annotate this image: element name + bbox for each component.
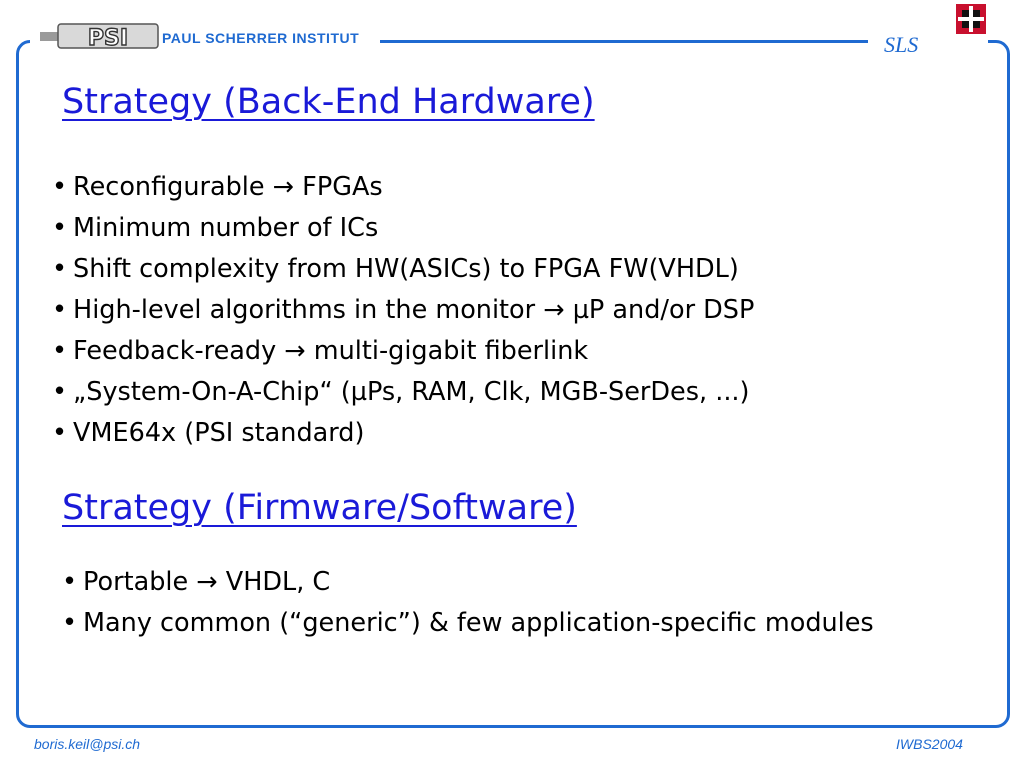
- psi-logo: PSI: [40, 23, 159, 52]
- list-item: •Many common (“generic”) & few applicati…: [62, 608, 874, 638]
- emblem-icon: [956, 4, 986, 34]
- author-email: boris.keil@psi.ch: [34, 736, 141, 752]
- list-item: •VME64x (PSI standard): [52, 418, 365, 448]
- list-item: •„System-On-A-Chip“ (µPs, RAM, Clk, MGB-…: [52, 377, 750, 407]
- list-item: •Portable → VHDL, C: [62, 567, 331, 597]
- section-title-software: Strategy (Firmware/Software): [62, 488, 577, 528]
- institute-name: PAUL SCHERRER INSTITUT: [162, 30, 360, 46]
- list-item: •Reconfigurable → FPGAs: [52, 172, 383, 202]
- software-bullet-list: •Portable → VHDL, C •Many common (“gener…: [62, 562, 982, 644]
- hardware-bullet-list: •Reconfigurable → FPGAs •Minimum number …: [52, 167, 992, 454]
- event-label: IWBS2004: [896, 736, 963, 752]
- list-item: •Feedback-ready → multi-gigabit fiberlin…: [52, 336, 589, 366]
- list-item: •Shift complexity from HW(ASICs) to FPGA…: [52, 254, 739, 284]
- slide-frame: [16, 40, 1010, 728]
- section-title-hardware: Strategy (Back-End Hardware): [62, 82, 595, 122]
- psi-logo-text: PSI: [88, 26, 128, 51]
- project-label: SLS: [884, 32, 919, 57]
- list-item: •High-level algorithms in the monitor → …: [52, 295, 755, 325]
- list-item: •Minimum number of ICs: [52, 213, 379, 243]
